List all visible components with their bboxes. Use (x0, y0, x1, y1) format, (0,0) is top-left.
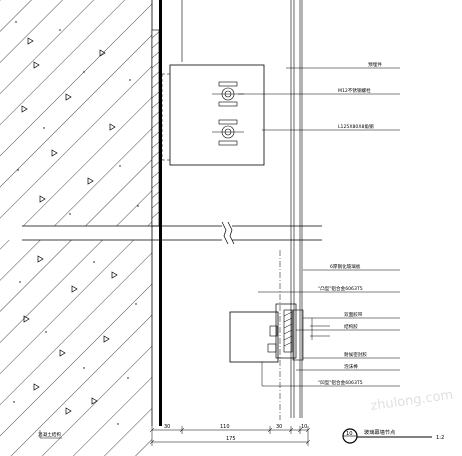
label-double-sided-tape: 双面胶带 (344, 311, 363, 318)
cross-markers (310, 318, 330, 340)
label-structural-sealant: 结构胶 (344, 323, 358, 330)
detail-number: 10 (346, 431, 353, 437)
label-embedded-part: 预埋件 (368, 61, 382, 68)
angle-steel-bracket (161, 64, 265, 166)
dim-30-right: 30 (276, 424, 282, 430)
label-concrete-structure: 混凝土结构 (38, 431, 61, 438)
detail-title: 玻璃幕墙节点 (364, 428, 395, 436)
label-angle-steel: L125X80X8角钢 (338, 123, 374, 130)
steel-column (159, 0, 162, 426)
title-block: 10 玻璃幕墙节点 1:2 (342, 428, 444, 444)
embedded-plate (151, 29, 160, 227)
concrete-wall (0, 0, 152, 456)
dim-30-left: 30 (164, 424, 170, 430)
dim-110: 110 (220, 424, 230, 430)
mullion-profile (229, 303, 304, 363)
floor-slab (22, 221, 322, 245)
dim-10: 10 (301, 424, 307, 430)
dim-total-175: 175 (226, 436, 236, 442)
label-foam-rod: 泡沫棒 (344, 363, 358, 370)
label-tempered-glass: 6厚钢化玻璃板 (330, 263, 361, 270)
label-concave-aluminum: "凹型"铝合金6063T5 (318, 379, 363, 386)
glass-panel (181, 0, 303, 418)
label-stainless-bolt: M12不锈钢螺栓 (338, 87, 371, 94)
dimension-chain (149, 426, 311, 446)
bolt-top (212, 81, 244, 107)
label-convex-aluminum: "凸型"铝合金6063T5 (318, 285, 363, 292)
detail-scale: 1:2 (436, 435, 444, 441)
label-weather-sealant: 耐候密封胶 (344, 351, 367, 358)
watermark-logo: zhulong.com (370, 388, 455, 414)
leader-lines (39, 67, 400, 439)
bolt-bottom (212, 119, 244, 146)
